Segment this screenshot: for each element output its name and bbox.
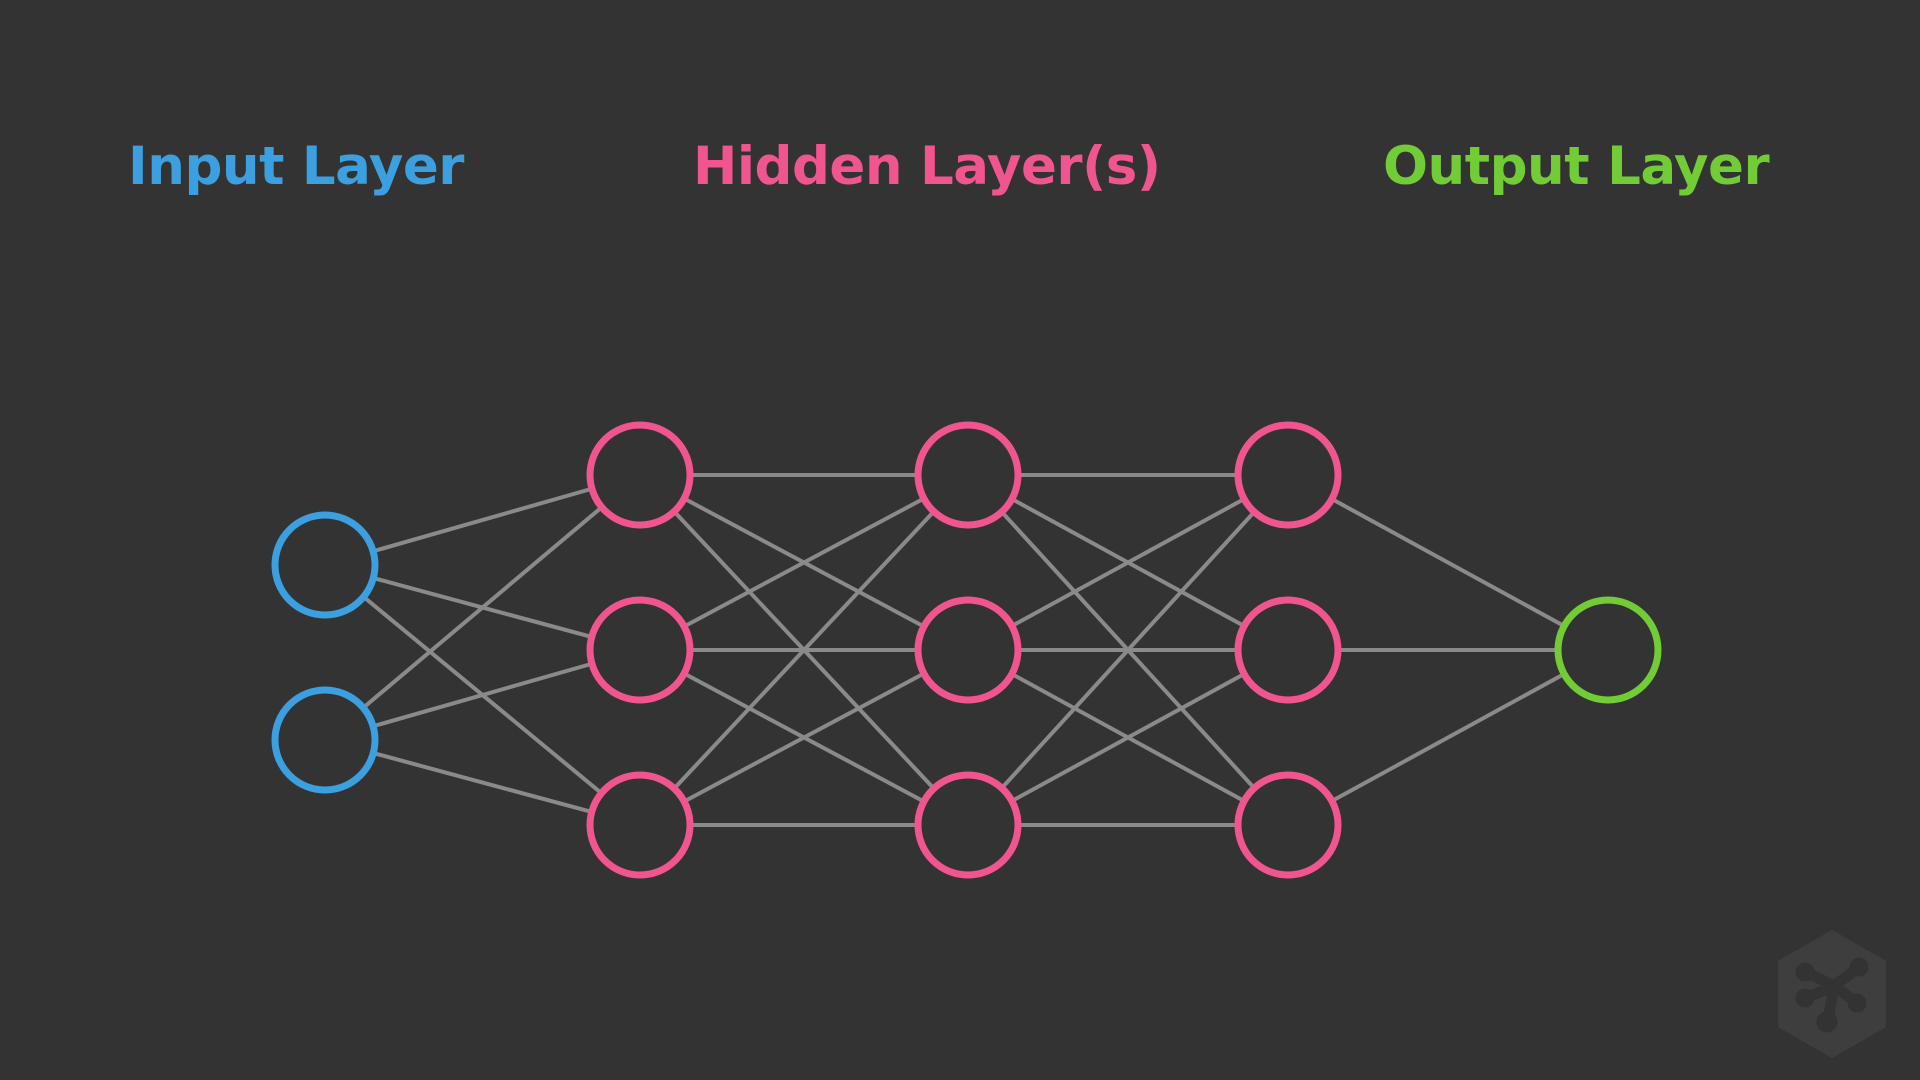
connection-edge — [371, 751, 594, 814]
neuron-node-i2[interactable] — [271, 686, 379, 794]
neuron-node-h1_3[interactable] — [586, 771, 694, 879]
neuron-node-h3_3[interactable] — [1234, 771, 1342, 879]
neuron-node-h1_1[interactable] — [586, 421, 694, 529]
hexagon-node-logo-icon — [1778, 930, 1886, 1058]
connection-edge — [371, 661, 594, 729]
connection-edge — [1009, 496, 1247, 629]
connection-edge — [682, 671, 926, 804]
neuron-node-h3_2[interactable] — [1234, 596, 1342, 704]
connection-edge — [1009, 671, 1247, 804]
connection-edges-group — [361, 473, 1567, 827]
hidden-layer-label: Hidden Layer(s) — [693, 136, 1161, 197]
neuron-node-h1_2[interactable] — [586, 596, 694, 704]
neuron-node-h2_1[interactable] — [914, 421, 1022, 529]
neuron-nodes-group — [271, 421, 1662, 879]
neuron-node-h2_3[interactable] — [914, 771, 1022, 879]
neuron-node-h2_2[interactable] — [914, 596, 1022, 704]
connection-edge — [1329, 496, 1567, 629]
connection-edge — [371, 486, 594, 554]
output-layer-label: Output Layer — [1383, 136, 1770, 197]
neuron-node-o1[interactable] — [1554, 596, 1662, 704]
input-layer-label: Input Layer — [128, 136, 464, 197]
connection-edge — [682, 496, 926, 629]
neuron-node-h3_1[interactable] — [1234, 421, 1342, 529]
neuron-node-i1[interactable] — [271, 511, 379, 619]
connection-edge — [361, 505, 604, 710]
connection-edge — [672, 509, 936, 791]
connection-edge — [1329, 671, 1567, 804]
connection-edge — [999, 509, 1257, 791]
